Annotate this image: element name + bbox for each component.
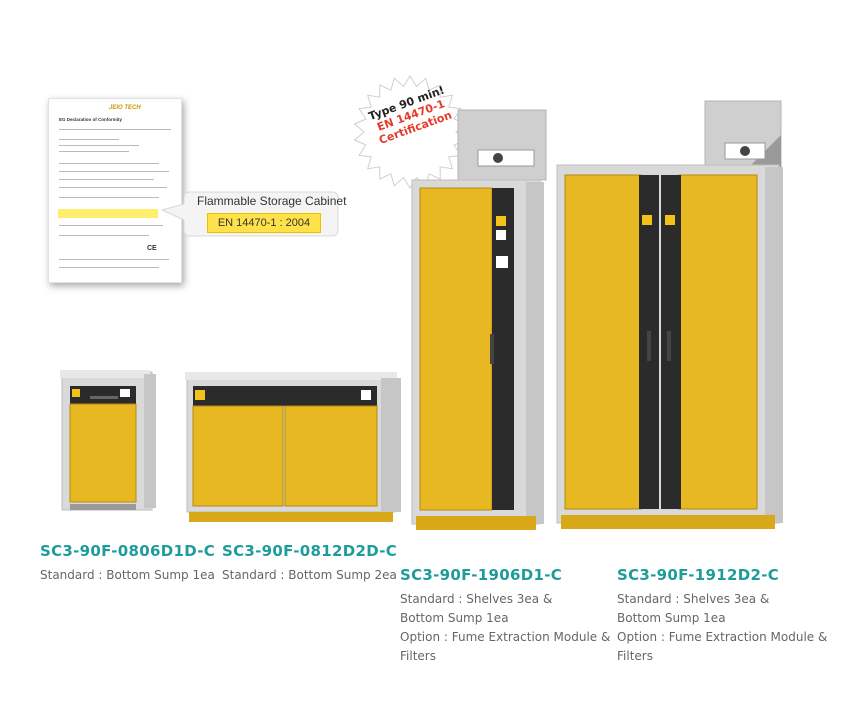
model-1906D1: SC3-90F-1906D1-C [400, 566, 563, 584]
certificate-document: JEIO TECH EG Declaration of Conformity C… [48, 98, 182, 283]
spec-line: Standard : Shelves 3ea & [617, 592, 770, 606]
spec-line: Standard : Shelves 3ea & [400, 592, 553, 606]
cabinet-0812D2D [185, 372, 401, 522]
spec-line: Option : Fume Extraction Module & [400, 630, 611, 644]
certificate-brand: JEIO TECH [109, 105, 141, 111]
cabinet-1912D2 [556, 100, 783, 529]
cabinet-1906D1 [411, 109, 547, 530]
model-1912D2: SC3-90F-1912D2-C [617, 566, 780, 584]
ce-mark-icon: CE [147, 245, 157, 252]
model-0806D1D: SC3-90F-0806D1D-C [40, 542, 216, 560]
certificate-highlight [58, 209, 158, 218]
model-0812D2D: SC3-90F-0812D2D-C [222, 542, 398, 560]
starburst-badge-icon [353, 75, 467, 189]
spec-line: Option : Fume Extraction Module & [617, 630, 828, 644]
spec-line: Bottom Sump 1ea [400, 611, 509, 625]
spec-line: Standard : Bottom Sump 2ea [222, 568, 397, 582]
spec-line: Filters [617, 649, 653, 663]
callout-heading: Flammable Storage Cabinet [197, 194, 347, 208]
specs-1906D1: Standard : Shelves 3ea & Bottom Sump 1ea… [400, 590, 610, 666]
spec-line: Standard : Bottom Sump 1ea [40, 568, 215, 582]
spec-line: Bottom Sump 1ea [617, 611, 726, 625]
specs-0806D1D: Standard : Bottom Sump 1ea [40, 566, 215, 585]
cabinet-0806D1D [60, 370, 156, 511]
callout-standard: EN 14470-1 : 2004 [207, 213, 321, 233]
certificate-title: EG Declaration of Conformity [59, 117, 123, 122]
spec-line: Filters [400, 649, 436, 663]
specs-0812D2D: Standard : Bottom Sump 2ea [222, 566, 397, 585]
specs-1912D2: Standard : Shelves 3ea & Bottom Sump 1ea… [617, 590, 827, 666]
